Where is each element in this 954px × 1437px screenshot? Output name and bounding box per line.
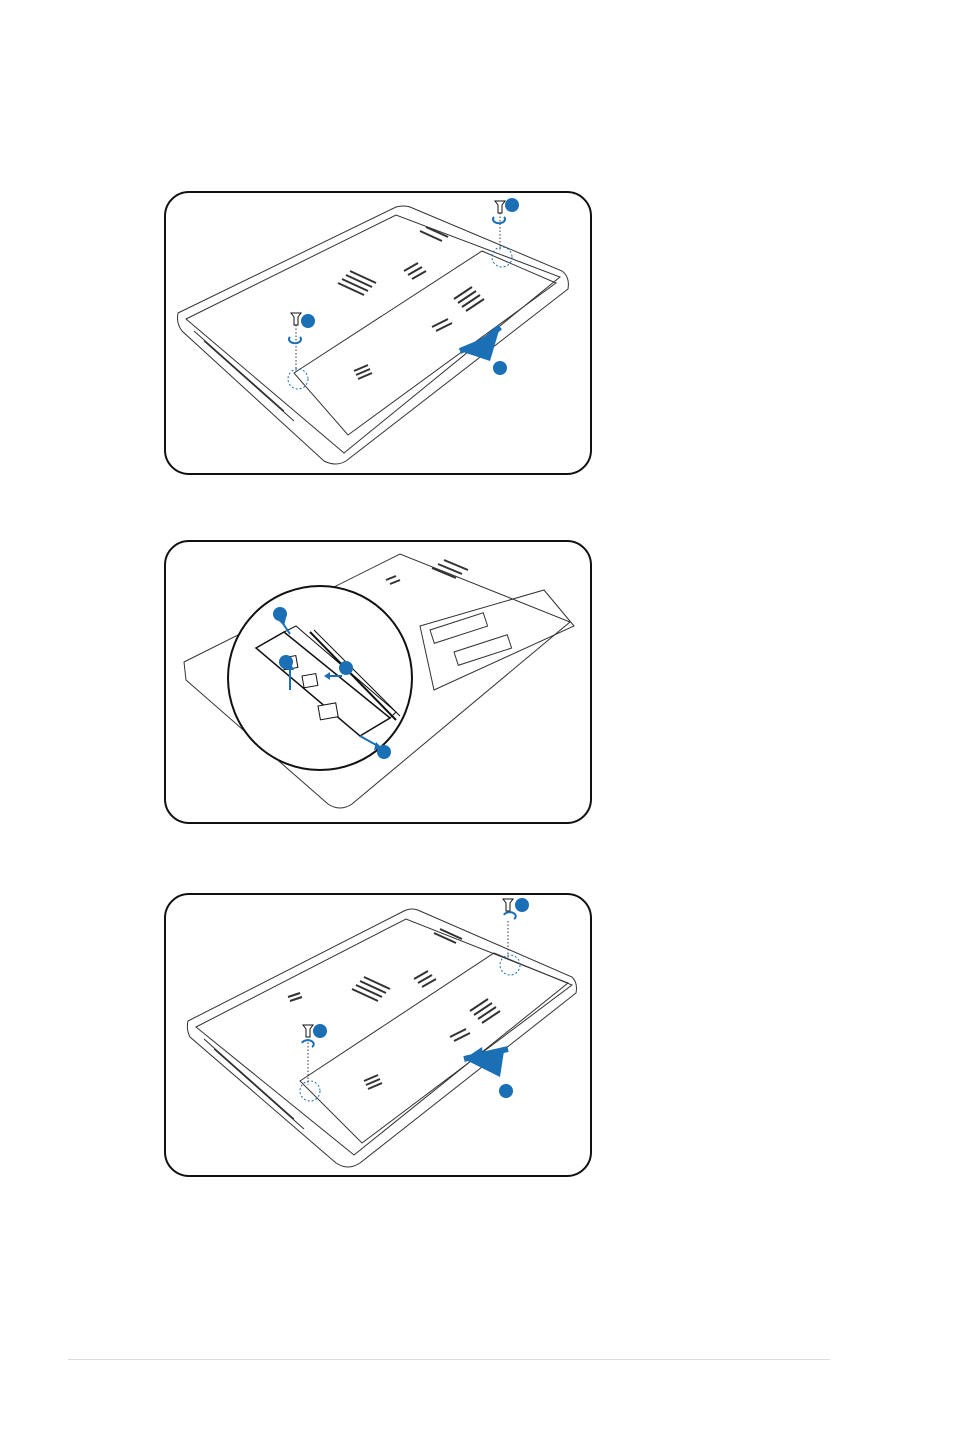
figure-remove-memory-illustration [164,540,592,824]
step-badge [515,898,529,912]
figure-replace-cover-illustration [164,893,592,1177]
memory-chip [302,674,318,688]
step-badge [313,1024,327,1038]
footer-rule [68,1359,830,1360]
step-badge [339,661,353,675]
step-badge [377,745,391,759]
step-badge [301,314,315,328]
step-badge [505,198,519,212]
figure-remove-memory [164,540,592,824]
memory-chip [318,703,338,720]
figure-replace-cover [164,893,592,1177]
panel-frame [165,192,591,474]
panel-frame [165,894,591,1176]
step-badge [279,655,293,669]
step-badge [493,361,507,375]
step-badge [499,1084,513,1098]
figure-remove-cover-illustration [164,191,592,475]
figure-remove-cover [164,191,592,475]
step-badge [273,607,287,621]
